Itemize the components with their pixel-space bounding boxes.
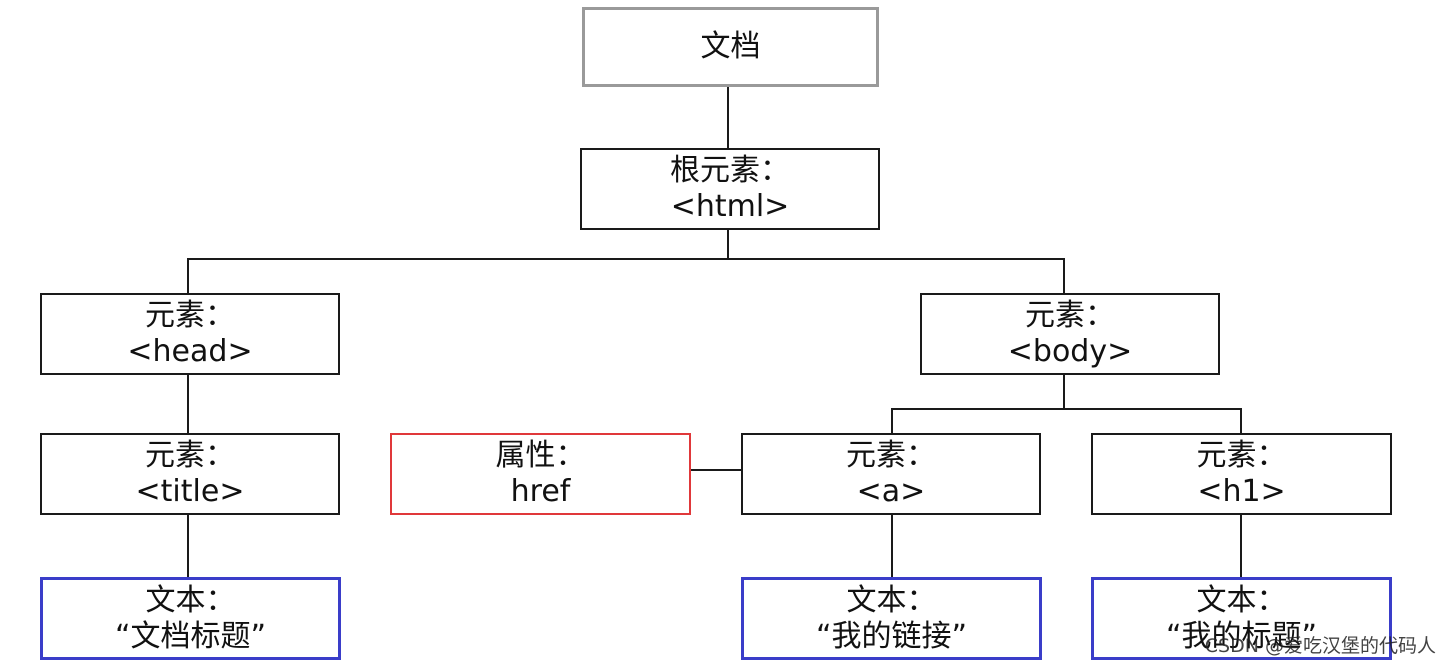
node-h1-element: 元素： <h1>	[1091, 433, 1392, 515]
connector-title-text	[187, 514, 189, 578]
node-head-element: 元素： <head>	[40, 293, 340, 375]
connector-to-a	[891, 408, 893, 434]
node-html-tag: <html>	[670, 189, 790, 224]
node-a-text: 文本： “我的链接”	[741, 577, 1042, 660]
node-a-text-type: 文本：	[846, 582, 937, 618]
connector-h1-text	[1240, 514, 1242, 578]
node-body-type: 元素：	[1025, 298, 1115, 333]
connector-body-branch	[891, 408, 1242, 410]
connector-href-a	[690, 469, 742, 471]
connector-document-html	[727, 86, 729, 148]
node-html-root-element: 根元素： <html>	[580, 148, 880, 230]
node-title-text-value: “文档标题”	[114, 618, 267, 654]
node-a-text-value: “我的链接”	[815, 618, 968, 654]
node-title-element: 元素： <title>	[40, 433, 340, 515]
node-body-element: 元素： <body>	[920, 293, 1220, 375]
connector-to-h1	[1240, 408, 1242, 434]
connector-to-body	[1063, 258, 1065, 294]
node-h1-text: 文本： “我的标题”	[1091, 577, 1392, 660]
watermark-text: CSDN @爱吃汉堡的代码人	[1204, 635, 1436, 657]
node-a-element: 元素： <a>	[741, 433, 1041, 515]
node-title-type: 元素：	[145, 438, 235, 473]
node-a-type: 元素：	[846, 438, 936, 473]
node-document-label: 文档	[700, 29, 761, 64]
node-title-text-type: 文本：	[145, 582, 236, 618]
node-h1-text-type: 文本：	[1196, 582, 1287, 618]
node-head-tag: <head>	[127, 334, 253, 369]
connector-html-down	[727, 229, 729, 259]
node-html-type: 根元素：	[670, 153, 790, 188]
node-title-tag: <title>	[135, 474, 245, 509]
node-title-text: 文本： “文档标题”	[40, 577, 341, 660]
connector-a-text	[891, 514, 893, 578]
node-head-type: 元素：	[145, 298, 235, 333]
node-a-tag: <a>	[856, 474, 926, 509]
node-document: 文档	[582, 7, 879, 87]
node-h1-type: 元素：	[1196, 438, 1287, 473]
connector-to-head	[187, 258, 189, 294]
node-h1-text-value: “我的标题”	[1165, 618, 1318, 654]
connector-html-branch	[187, 258, 1065, 260]
node-href-attribute: 属性： href	[390, 433, 691, 515]
connector-head-title	[187, 374, 189, 434]
node-body-tag: <body>	[1007, 334, 1133, 369]
connector-body-down	[1063, 374, 1065, 410]
node-href-name: href	[510, 474, 571, 509]
node-href-type: 属性：	[495, 438, 586, 473]
node-h1-tag: <h1>	[1197, 474, 1286, 509]
